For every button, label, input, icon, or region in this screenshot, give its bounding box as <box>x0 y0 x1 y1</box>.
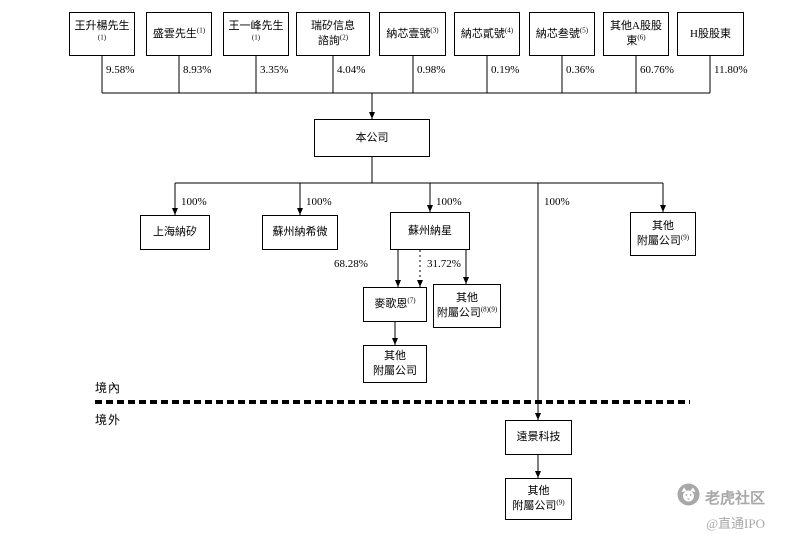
footnote-sup: (8)(9) <box>480 305 498 314</box>
shareholder-name: 納芯叁號 <box>535 27 580 40</box>
pct-label: 100% <box>181 196 207 208</box>
subsidiary-name: 其他 <box>455 292 478 305</box>
company-box: 本公司 <box>314 119 430 157</box>
watermark-brand-row: 老虎社区 <box>677 483 765 511</box>
shareholder-box-wangyifeng: 王一峰先生(1) <box>223 12 289 56</box>
shareholder-box-naxin2: 納芯貳號(4) <box>454 12 520 56</box>
subsidiary-box-other-right: 其他 附屬公司(9) <box>630 212 696 256</box>
shareholder-name: 盛雲先生 <box>152 27 197 40</box>
subsidiary-name: 附屬公司 <box>436 307 481 319</box>
shareholder-name: H股股東 <box>690 27 731 40</box>
shareholder-box-naxin1: 納芯壹號(3) <box>379 12 446 56</box>
shareholder-box-other-a-share: 其他A股股東(6) <box>603 12 669 56</box>
subsidiary-name: 其他 <box>384 350 406 363</box>
pct-label: 9.58% <box>106 64 135 76</box>
pct-label: 31.72% <box>427 258 461 270</box>
shareholder-box-naxin3: 納芯叁號(5) <box>529 12 595 56</box>
pct-label: 3.35% <box>260 64 289 76</box>
pct-label: 8.93% <box>183 64 212 76</box>
footnote-sup: (1) <box>251 33 261 42</box>
footnote-sup: (6) <box>637 33 646 42</box>
watermark-handle-text: @直通IPO <box>706 516 765 531</box>
subsidiary-name: 附屬公司 <box>373 365 417 377</box>
footnote-sup: (3) <box>430 25 439 34</box>
footnote-sup: (4) <box>504 25 514 34</box>
pct-label: 11.80% <box>714 64 748 76</box>
footnote-sup: (1) <box>97 33 107 42</box>
subsidiary-name: 麥歌恩 <box>374 298 408 311</box>
top-connectors <box>101 56 711 119</box>
shareholder-name: 瑞矽信息 <box>311 20 355 33</box>
tiger-logo-icon <box>677 483 700 511</box>
pct-label: 68.28% <box>334 258 368 270</box>
footnote-sup: (1) <box>196 25 206 34</box>
subsidiary-box-other-bottom: 其他 附屬公司(9) <box>505 478 572 520</box>
pct-label: 60.76% <box>640 64 674 76</box>
shareholder-name: 王一峰先生 <box>228 20 284 33</box>
subsidiary-name: 附屬公司 <box>512 500 557 512</box>
pct-label: 0.36% <box>566 64 595 76</box>
subsidiary-box-yuanjing: 遠景科技 <box>505 420 572 455</box>
subsidiary-name: 上海納矽 <box>153 226 197 239</box>
subsidiary-name: 附屬公司 <box>636 235 681 247</box>
subsidiary-box-other-under-maigeen: 其他 附屬公司 <box>363 345 427 383</box>
subsidiary-name: 蘇州納星 <box>408 224 452 237</box>
watermark: 老虎社区 @直通IPO <box>677 483 765 532</box>
shareholder-name: 諮詢 <box>317 35 340 47</box>
subsidiary-box-maigeen: 麥歌恩(7) <box>363 287 427 322</box>
shareholder-box-ruixi: 瑞矽信息 諮詢(2) <box>296 12 370 56</box>
footnote-sup: (7) <box>407 296 416 305</box>
shareholder-name: 王升楊先生 <box>74 20 130 33</box>
footnote-sup: (9) <box>680 233 690 242</box>
watermark-brand-text: 老虎社区 <box>704 490 765 507</box>
company-name: 本公司 <box>355 131 389 144</box>
bottom-connectors <box>392 250 541 478</box>
subsidiary-box-suzhou-naxing: 蘇州納星 <box>390 212 470 250</box>
region-label-offshore: 境外 <box>95 413 122 427</box>
subsidiary-name: 蘇州納希微 <box>272 226 328 239</box>
shareholder-name: 納芯壹號 <box>386 27 431 40</box>
pct-label: 0.19% <box>491 64 520 76</box>
subsidiary-box-suzhou-naxiwei: 蘇州納希微 <box>262 215 338 250</box>
pct-label: 0.98% <box>417 64 446 76</box>
shareholder-box-h-share: H股股東 <box>677 12 744 56</box>
pct-label: 100% <box>306 196 332 208</box>
shareholder-box-wangshengyang: 王升楊先生(1) <box>69 12 135 56</box>
subsidiary-box-other-mid: 其他 附屬公司(8)(9) <box>433 284 501 328</box>
shareholder-box-shengyun: 盛雲先生(1) <box>146 12 212 56</box>
subsidiary-name: 其他 <box>527 485 550 498</box>
footnote-sup: (2) <box>339 33 349 42</box>
subsidiary-name: 其他 <box>651 220 674 233</box>
subsidiary-box-shanghai-naxi: 上海納矽 <box>140 215 210 250</box>
pct-label: 4.04% <box>337 64 366 76</box>
pct-label: 100% <box>544 196 570 208</box>
subsidiary-name: 遠景科技 <box>516 431 561 444</box>
shareholder-name: 其他A股股東 <box>610 20 662 47</box>
footnote-sup: (9) <box>556 498 565 507</box>
shareholder-name: 納芯貳號 <box>460 27 505 40</box>
pct-label: 100% <box>436 196 462 208</box>
mid-connectors <box>172 157 666 420</box>
footnote-sup: (5) <box>579 25 589 34</box>
region-label-onshore: 境內 <box>95 381 122 395</box>
